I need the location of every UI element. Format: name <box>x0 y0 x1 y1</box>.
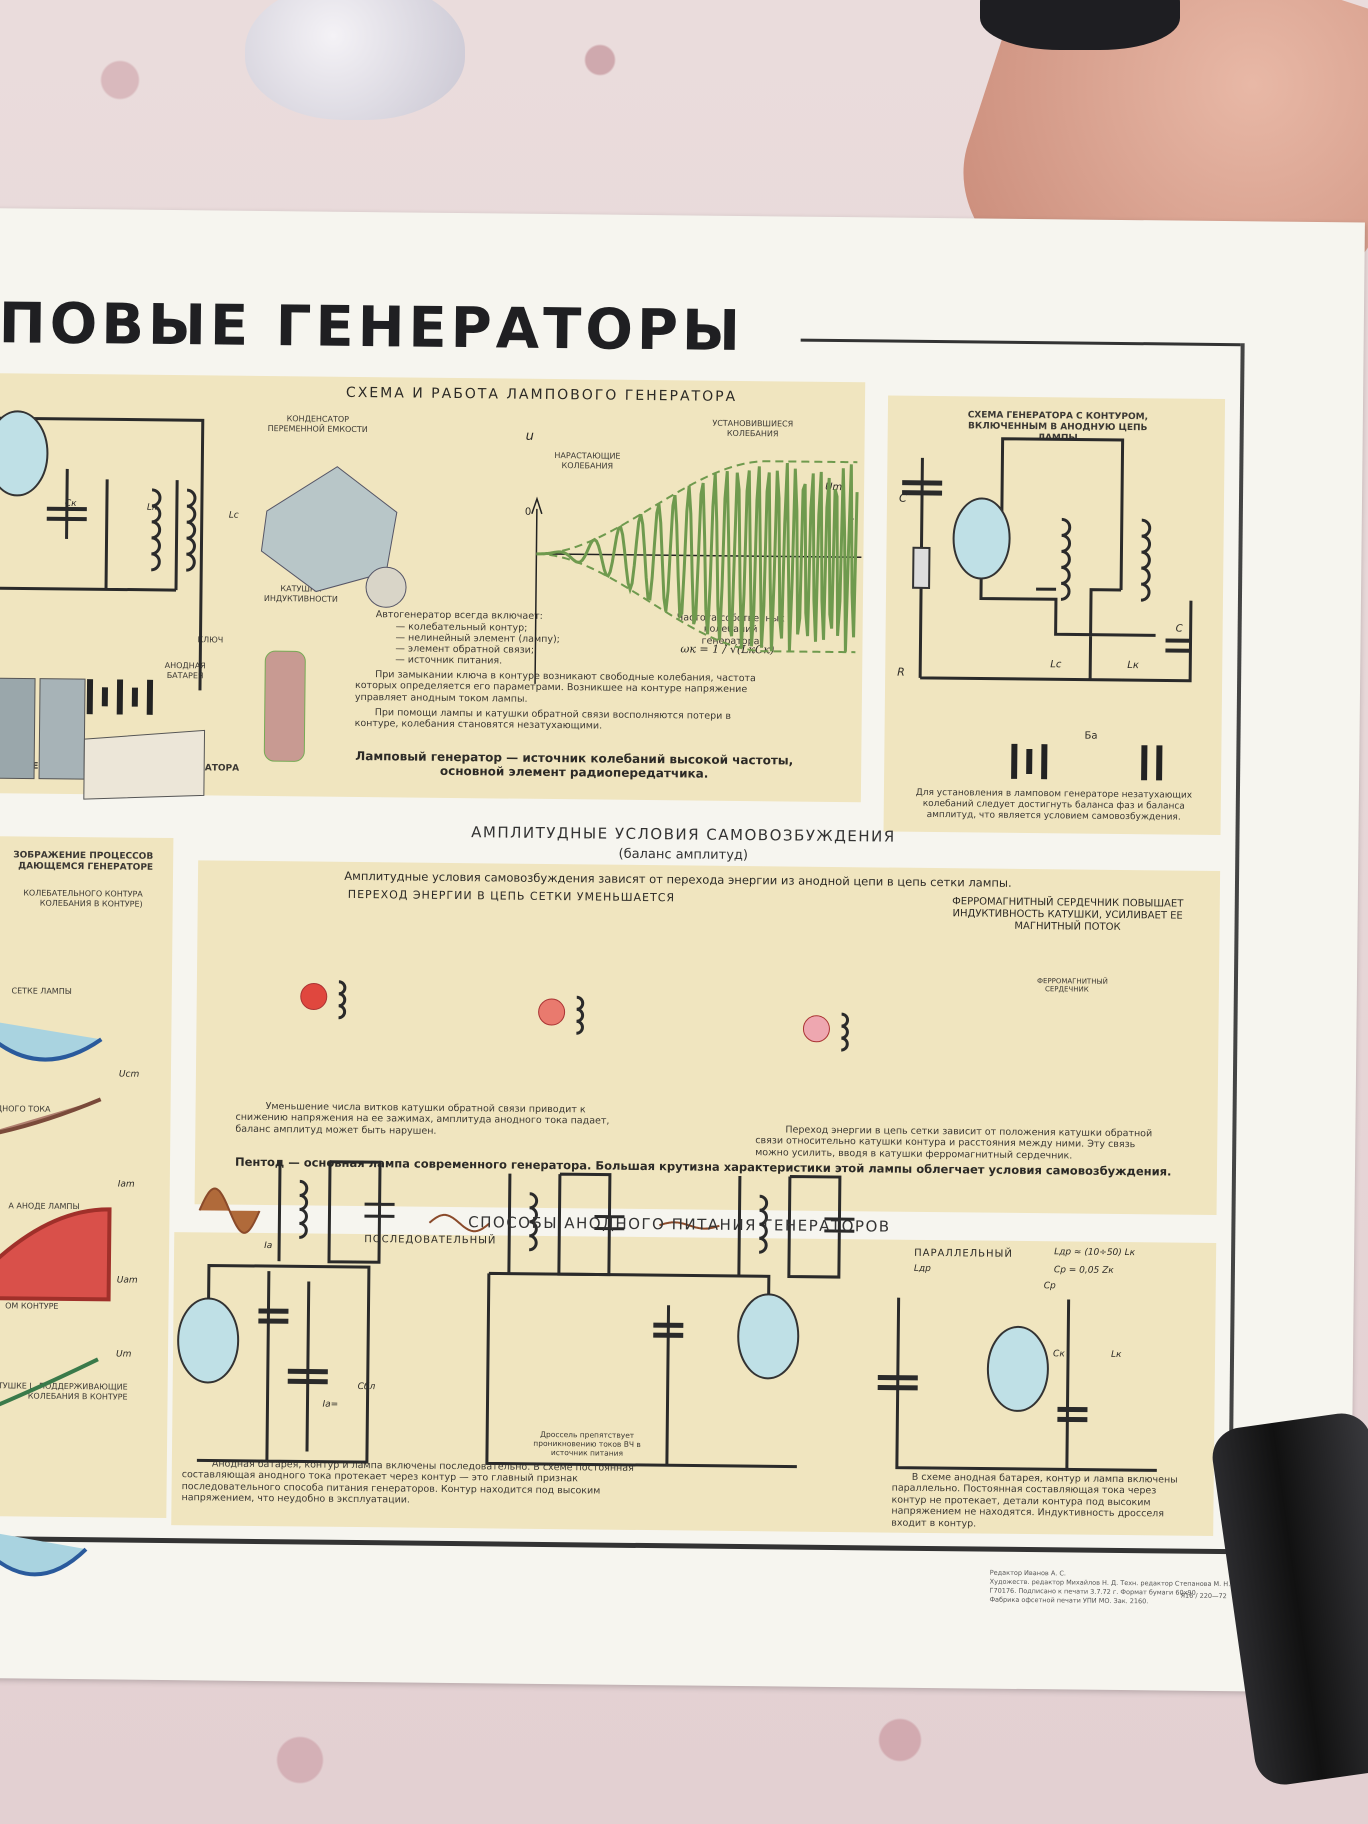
envelope-upper <box>536 460 858 555</box>
oscillation-graph <box>531 460 862 684</box>
coil-icon <box>1140 518 1152 602</box>
signal-wave <box>659 1221 720 1230</box>
coil-icon <box>576 995 585 1035</box>
footer-imprint: Редактор Иванов А. С. Художеств. редакто… <box>989 1569 1230 1608</box>
section2-waves <box>198 1160 855 1279</box>
indicator-lamp-icon <box>538 998 566 1026</box>
indicator-lamps <box>300 980 850 1052</box>
coil-icon <box>758 1194 769 1254</box>
coil-icon <box>841 1012 850 1052</box>
poster-title: ПОВЫЕ ГЕНЕРАТОРЫ <box>0 291 745 365</box>
tube-icon <box>952 497 1011 580</box>
process-curves <box>0 1016 112 1577</box>
signal-wave <box>428 1213 491 1233</box>
variable-capacitor-icon <box>260 466 407 608</box>
coil-illustration-icon <box>263 650 306 762</box>
coil-icon <box>186 488 197 572</box>
resistor-icon <box>912 546 931 589</box>
oscillation-wave <box>536 463 859 652</box>
section3-circuits <box>196 1263 1157 1472</box>
coil-icon <box>528 1192 539 1252</box>
coil-icon <box>338 980 347 1020</box>
battery-block <box>38 678 86 780</box>
battery-icon <box>86 679 154 715</box>
top-circuit <box>0 416 205 691</box>
battery-block <box>0 677 36 780</box>
tank-circuit <box>737 1175 855 1279</box>
battery-icon <box>1011 743 1163 781</box>
key-box <box>83 729 206 800</box>
indicator-lamp-icon <box>300 983 328 1011</box>
coil-icon <box>1060 517 1072 601</box>
tube-icon <box>0 410 49 497</box>
poster-diagrams <box>0 410 1193 1577</box>
signal-wave <box>198 1187 261 1234</box>
indicator-lamp-icon <box>802 1015 830 1043</box>
coil-icon <box>299 1179 309 1239</box>
tube-icon <box>986 1325 1049 1412</box>
poster: ПОВЫЕ ГЕНЕРАТОРЫ СХЕМА И РАБОТА ЛАМПОВОГ… <box>0 208 1365 1693</box>
coils <box>151 488 197 572</box>
sock <box>245 0 465 120</box>
tube-icon <box>177 1297 240 1384</box>
tube-icon <box>737 1293 800 1380</box>
tank-circuit <box>277 1160 395 1264</box>
coil-icon <box>151 488 162 572</box>
envelope-lower <box>536 552 856 654</box>
footer-code: Я16 / 220—72 <box>1180 1591 1227 1601</box>
sleeve <box>980 0 1180 50</box>
